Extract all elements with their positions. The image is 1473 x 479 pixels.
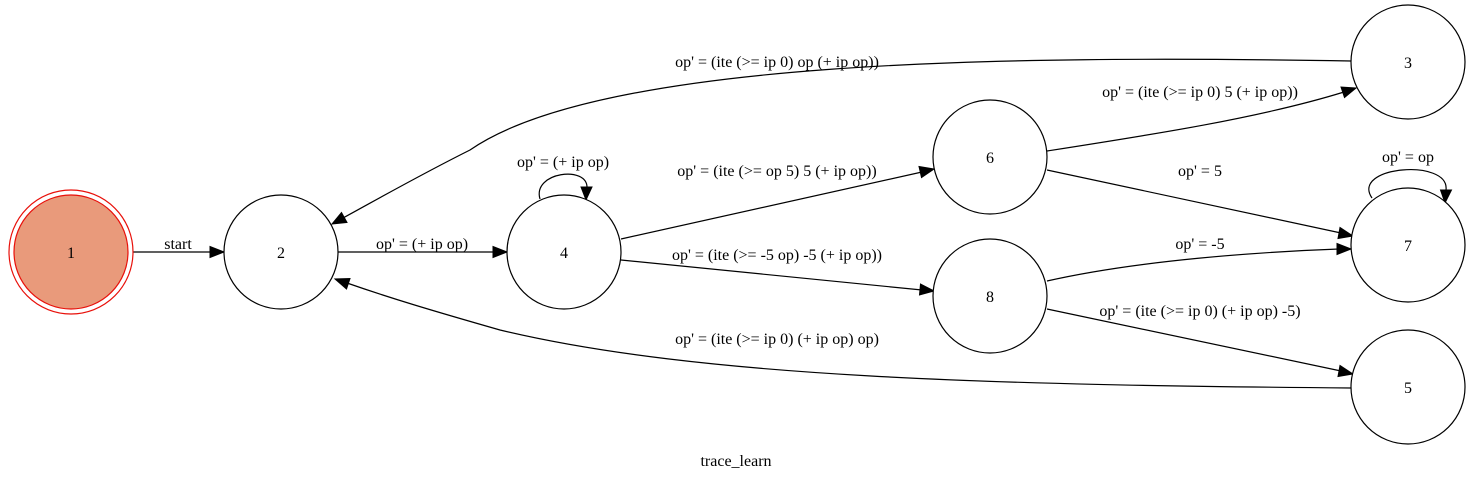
node-1[interactable]: 1 bbox=[8, 189, 134, 315]
edge-7-self-loop: op' = op bbox=[1368, 149, 1453, 205]
node-label: 6 bbox=[986, 150, 994, 167]
edge-label-4-to-8: op' = (ite (>= -5 op) -5 (+ ip op)) bbox=[672, 247, 882, 264]
edge-8-to-7: op' = -5 bbox=[1046, 236, 1353, 282]
edge-6-to-3: op' = (ite (>= ip 0) 5 (+ ip op)) bbox=[1046, 84, 1358, 152]
node-2[interactable]: 2 bbox=[223, 194, 339, 310]
edge-label-3-to-2: op' = (ite (>= ip 0) op (+ ip op)) bbox=[675, 54, 879, 71]
node-5[interactable]: 5 bbox=[1350, 329, 1466, 445]
node-label: 8 bbox=[986, 289, 994, 306]
node-8[interactable]: 8 bbox=[932, 238, 1048, 354]
edge-4-self-loop: op' = (+ ip op) bbox=[517, 154, 609, 202]
edge-5-to-2: op' = (ite (>= ip 0) (+ ip op) op) bbox=[333, 277, 1352, 389]
edge-label-4-self: op' = (+ ip op) bbox=[517, 154, 609, 171]
edge-label-2-to-4: op' = (+ ip op) bbox=[376, 236, 468, 253]
edge-label-4-to-6: op' = (ite (>= op 5) 5 (+ ip op)) bbox=[677, 163, 876, 180]
node-label: 2 bbox=[277, 245, 285, 262]
node-label: 4 bbox=[560, 245, 568, 262]
edge-6-to-7: op' = 5 bbox=[1046, 163, 1355, 240]
node-3[interactable]: 3 bbox=[1350, 4, 1466, 120]
graph-caption: trace_learn bbox=[700, 453, 771, 470]
edge-label-1-to-2: start bbox=[164, 236, 192, 253]
edge-label-5-to-2: op' = (ite (>= ip 0) (+ ip op) op) bbox=[675, 331, 879, 348]
node-label: 7 bbox=[1404, 238, 1412, 255]
edge-4-to-6: op' = (ite (>= op 5) 5 (+ ip op)) bbox=[620, 163, 936, 240]
node-7[interactable]: 7 bbox=[1350, 187, 1466, 303]
node-4[interactable]: 4 bbox=[506, 194, 622, 310]
nodes: 1 2 3 4 5 6 7 8 bbox=[8, 4, 1466, 445]
node-label: 1 bbox=[67, 245, 75, 262]
node-6[interactable]: 6 bbox=[932, 99, 1048, 215]
edge-2-to-4: op' = (+ ip op) bbox=[338, 236, 509, 259]
node-1-outer-ring bbox=[8, 189, 134, 315]
edge-4-to-8: op' = (ite (>= -5 op) -5 (+ ip op)) bbox=[620, 247, 936, 296]
edge-1-to-2: start bbox=[133, 236, 226, 259]
node-1-circle bbox=[13, 194, 129, 310]
edge-8-to-5: op' = (ite (>= ip 0) (+ ip op) -5) bbox=[1046, 303, 1355, 378]
edges: start op' = (+ ip op) op' = (+ ip op) op… bbox=[133, 54, 1453, 389]
edge-label-6-to-3: op' = (ite (>= ip 0) 5 (+ ip op)) bbox=[1102, 84, 1298, 101]
edge-label-8-to-5: op' = (ite (>= ip 0) (+ ip op) -5) bbox=[1099, 303, 1300, 320]
edge-label-8-to-7: op' = -5 bbox=[1175, 236, 1224, 253]
edge-3-to-2: op' = (ite (>= ip 0) op (+ ip op)) bbox=[330, 54, 1352, 225]
edge-label-7-self: op' = op bbox=[1382, 149, 1434, 166]
edge-label-6-to-7: op' = 5 bbox=[1178, 163, 1222, 180]
node-label: 5 bbox=[1404, 380, 1412, 397]
node-label: 3 bbox=[1404, 55, 1412, 72]
